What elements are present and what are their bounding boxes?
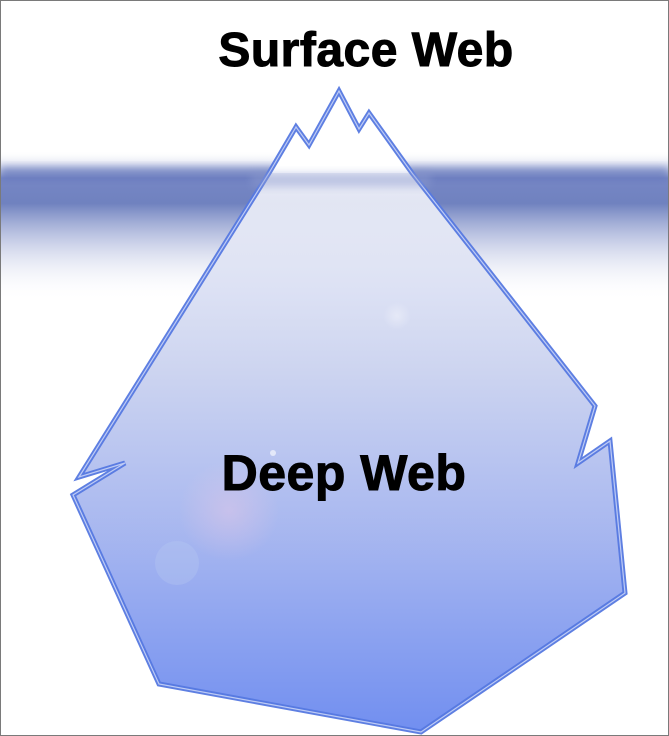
iceberg-outline-highlight <box>72 89 626 733</box>
light-glow <box>179 461 279 561</box>
light-glow <box>270 450 276 456</box>
light-glow <box>155 541 199 585</box>
iceberg-body <box>73 173 625 732</box>
water-ripple <box>251 173 431 187</box>
light-glow <box>383 302 411 330</box>
deep-web-label: Deep Web <box>221 445 467 502</box>
iceberg-tip <box>269 91 412 173</box>
surface-web-label: Surface Web <box>218 24 514 78</box>
